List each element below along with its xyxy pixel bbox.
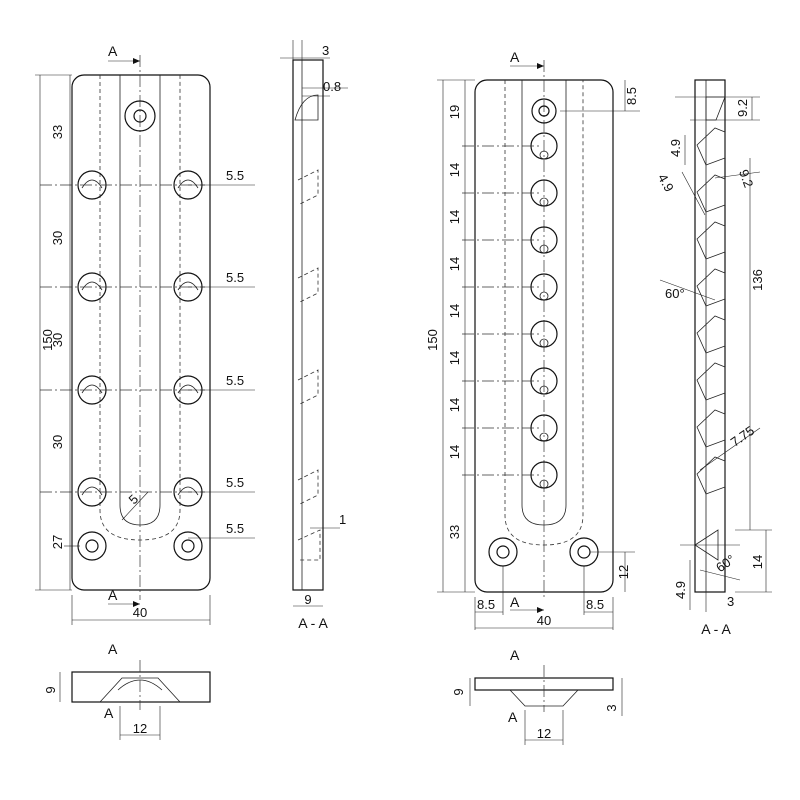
left-top-hole xyxy=(124,100,156,132)
right-side-d2: 4.9 xyxy=(655,171,677,194)
right-bottom-view: 9 3 12 A A xyxy=(451,647,623,745)
right-vdim-6: 14 xyxy=(447,351,462,365)
left-vdim-4: 30 xyxy=(50,435,65,449)
left-bottom-label-top: A xyxy=(108,641,118,657)
right-vdim-5: 14 xyxy=(447,304,462,318)
left-side-view: 3 0.8 1 9 A - A xyxy=(280,40,348,631)
right-vdim-3: 14 xyxy=(447,210,462,224)
right-side-d3: 9.2 xyxy=(736,167,756,189)
right-section-label-bottom: A xyxy=(510,594,520,610)
left-side-step-dim: 0.8 xyxy=(323,79,341,94)
right-edge-left: 8.5 xyxy=(477,597,495,612)
right-height-dim: 150 xyxy=(425,329,440,351)
right-bottom-label-top: A xyxy=(510,647,520,663)
left-vdim-2: 30 xyxy=(50,231,65,245)
right-vdim-4: 14 xyxy=(447,257,462,271)
left-hole-dia-3: 5.5 xyxy=(226,373,244,388)
left-section-view-title: A - A xyxy=(298,615,328,631)
left-plate-outline xyxy=(71,74,211,591)
left-hole-dia-4: 5.5 xyxy=(226,475,244,490)
left-vdim-1: 33 xyxy=(50,125,65,139)
left-width-dim: 40 xyxy=(133,605,147,620)
right-side-angle-bottom: 60° xyxy=(713,552,738,576)
left-hole-dia-2: 5.5 xyxy=(226,270,244,285)
right-vdim-1: 19 xyxy=(447,105,462,119)
right-bottom-thick: 3 xyxy=(604,704,619,711)
right-side-length: 136 xyxy=(750,269,765,291)
right-bottom-label-bottom: A xyxy=(508,709,518,725)
right-bottom-width: 12 xyxy=(537,726,551,741)
right-side-view: 9.2 4.9 4.9 9.2 60° 136 7.75 60° 4.9 3 1… xyxy=(655,79,772,637)
left-bottom-label-bottom: A xyxy=(104,705,114,721)
left-bottom-width: 12 xyxy=(133,721,147,736)
left-bottom-view: 9 12 A A xyxy=(43,641,211,740)
right-side-b3: 14 xyxy=(750,555,765,569)
right-section-view-title: A - A xyxy=(701,621,731,637)
right-vdim-9: 33 xyxy=(447,525,462,539)
right-vdim-7: 14 xyxy=(447,398,462,412)
right-side-top-dim: 9.2 xyxy=(735,99,750,117)
right-width-dim: 40 xyxy=(537,613,551,628)
right-bottom-height: 9 xyxy=(451,688,466,695)
left-vdim-3: 30 xyxy=(50,333,65,347)
right-edge-right: 8.5 xyxy=(586,597,604,612)
left-side-small-dim: 1 xyxy=(339,512,346,527)
right-vdim-2: 14 xyxy=(447,163,462,177)
left-bottom-height: 9 xyxy=(43,686,58,693)
right-vdim-8: 14 xyxy=(447,445,462,459)
left-section-label-top: A xyxy=(108,43,118,59)
left-hole-dia-1: 5.5 xyxy=(226,168,244,183)
right-side-d1: 4.9 xyxy=(668,139,683,157)
left-height-dim: 150 xyxy=(40,329,55,351)
right-section-label-top: A xyxy=(510,49,520,65)
right-side-outline xyxy=(694,79,726,593)
right-side-angle: 60° xyxy=(665,286,685,301)
right-bottom-right: 12 xyxy=(616,565,631,579)
left-side-outline xyxy=(292,59,324,591)
right-side-chamfers xyxy=(696,127,726,495)
right-side-b1: 4.9 xyxy=(673,581,688,599)
right-side-b2: 3 xyxy=(727,594,734,609)
left-side-top-dim: 3 xyxy=(322,43,329,58)
left-slot-radius: 5 xyxy=(126,491,142,507)
left-front-view: 150 33 30 30 30 27 5.5 5.5 5.5 5.5 5.5 5… xyxy=(35,43,255,625)
right-side-step: 7.75 xyxy=(728,423,757,450)
left-hole-dia-5: 5.5 xyxy=(226,521,244,536)
left-bottom-outline xyxy=(71,671,211,703)
left-section-label-bottom: A xyxy=(108,587,118,603)
left-side-thick-dim: 9 xyxy=(304,592,311,607)
right-top-offset: 8.5 xyxy=(624,87,639,105)
left-vdim-5: 27 xyxy=(50,535,65,549)
right-front-view: 150 19 14 14 14 14 14 14 14 33 8.5 12 8.… xyxy=(425,49,640,630)
